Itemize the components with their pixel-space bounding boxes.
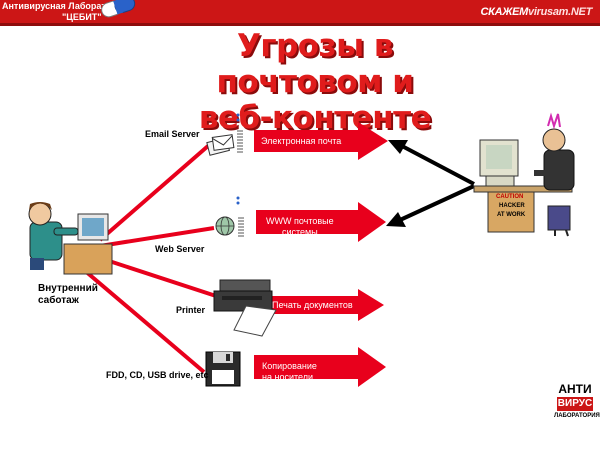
printer-label: Printer <box>176 305 206 315</box>
arrow-www <box>256 202 386 242</box>
removable-media-label: FDD, CD, USB drive, etc <box>106 370 209 380</box>
email-server-label: Email Server <box>145 129 200 139</box>
arrowhead-www <box>386 212 406 227</box>
tagline-part2: virusam.NET <box>528 6 592 18</box>
hacker-arrowheads <box>386 140 408 227</box>
hacker-arrow-to-email <box>401 144 475 186</box>
arrow-print-text: Печать документов <box>272 300 353 310</box>
insider-label-line1: Внутренний <box>38 283 98 294</box>
hacker-arrows <box>399 144 475 222</box>
arrow-copy-line1: Копирование <box>262 361 317 371</box>
logo-anti-text: АНТИ <box>558 382 592 396</box>
line-to-email <box>98 144 210 242</box>
title-line-1: Угрозы в почтовом и <box>216 28 414 100</box>
hacker-sign-at-work: AT WORK <box>497 212 526 218</box>
tagline-part1: СКАЖЕМ <box>480 6 529 18</box>
arrowhead-email <box>388 140 408 154</box>
hacker-sign-hacker: HACKER <box>499 203 525 209</box>
header-stripe <box>0 23 600 26</box>
lab-name: Антивирусная Лаборатория <box>2 1 128 11</box>
connector-lines <box>82 144 217 374</box>
line-to-web <box>99 226 215 248</box>
logo-virus-text: ВИРУС <box>557 397 593 411</box>
email-server-icon <box>206 113 243 156</box>
hacker-arrow-to-www <box>399 184 475 222</box>
insider-figure <box>28 202 113 275</box>
antivirus-lab-logo: АНТИ ВИРУС ЛАБОРАТОРИЯ <box>554 382 600 420</box>
arrow-copy <box>254 347 386 387</box>
hacker-sign-caution: CAUTION <box>496 194 524 200</box>
arrow-copy-text: Копирование на носители <box>262 361 317 383</box>
arrow-copy-line2: на носители <box>262 372 313 382</box>
tagline: СКАЖЕМvirusam.NET <box>480 6 592 18</box>
arrow-www-line1: WWW почтовые <box>266 216 334 226</box>
line-to-disk <box>82 268 206 374</box>
insider-label: Внутренний саботаж <box>38 283 98 307</box>
arrow-www-text: WWW почтовые системы <box>266 216 334 238</box>
web-server-label: Web Server <box>155 244 205 254</box>
arrow-www-line2: системы <box>281 227 318 237</box>
floppy-disk-icon <box>205 351 241 387</box>
insider-label-line2: саботаж <box>38 295 79 306</box>
printer-icon <box>213 279 277 337</box>
arrow-shapes <box>254 122 388 387</box>
logo-lab-text: ЛАБОРАТОРИЯ <box>554 413 600 419</box>
arrow-email-text: Электронная почта <box>261 136 342 146</box>
arrow-email <box>254 122 388 160</box>
header-bar: Антивирусная Лаборатория "ЦЕБИТ" СКАЖЕМv… <box>0 0 600 26</box>
hacker-figure <box>473 112 575 237</box>
lab-name-quoted: "ЦЕБИТ" <box>62 12 102 22</box>
arrow-print <box>266 289 384 321</box>
globe-icon <box>215 196 244 237</box>
line-to-printer <box>99 256 217 298</box>
